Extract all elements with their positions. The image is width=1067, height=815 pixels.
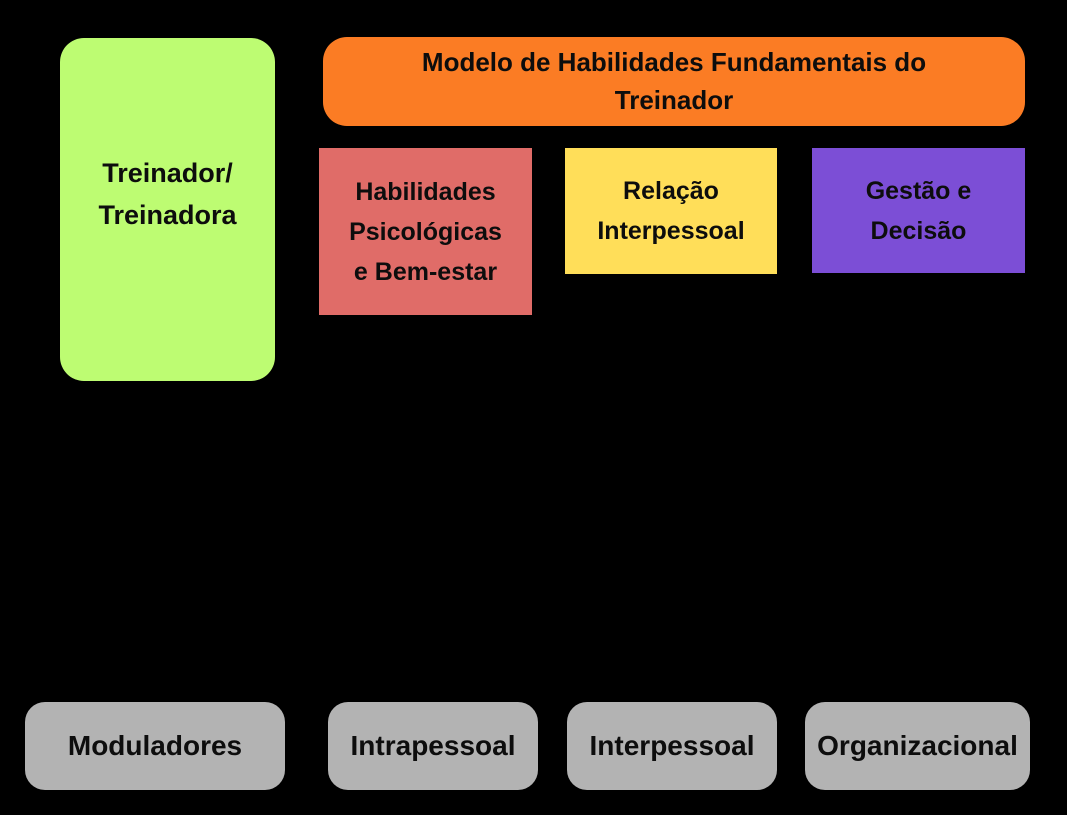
skill-box-label: Habilidades Psicológicas e Bem-estar bbox=[349, 177, 502, 286]
bottom-box-organizacional: Organizacional bbox=[805, 702, 1030, 790]
bottom-box-moduladores: Moduladores bbox=[25, 702, 285, 790]
skill-box-gestao-decisao: Gestão e Decisão bbox=[812, 148, 1025, 273]
coach-box: Treinador/ Treinadora bbox=[60, 38, 275, 381]
skill-box-habilidades-psicologicas: Habilidades Psicológicas e Bem-estar bbox=[319, 148, 532, 315]
bottom-box-label: Intrapessoal bbox=[350, 730, 516, 762]
title-banner-label: Modelo de Habilidades Fundamentais do Tr… bbox=[421, 46, 927, 115]
bottom-box-label: Organizacional bbox=[817, 730, 1018, 762]
skill-box-relacao-interpessoal: Relação Interpessoal bbox=[565, 148, 777, 274]
skill-box-label: Relação Interpessoal bbox=[597, 177, 745, 245]
skill-box-label: Gestão e Decisão bbox=[865, 176, 972, 245]
bottom-box-intrapessoal: Intrapessoal bbox=[328, 702, 538, 790]
bottom-box-label: Moduladores bbox=[67, 730, 243, 762]
bottom-box-label: Interpessoal bbox=[589, 730, 755, 762]
title-banner: Modelo de Habilidades Fundamentais do Tr… bbox=[323, 37, 1025, 126]
bottom-box-interpessoal: Interpessoal bbox=[567, 702, 777, 790]
coach-box-label: Treinador/ Treinadora bbox=[98, 157, 237, 230]
